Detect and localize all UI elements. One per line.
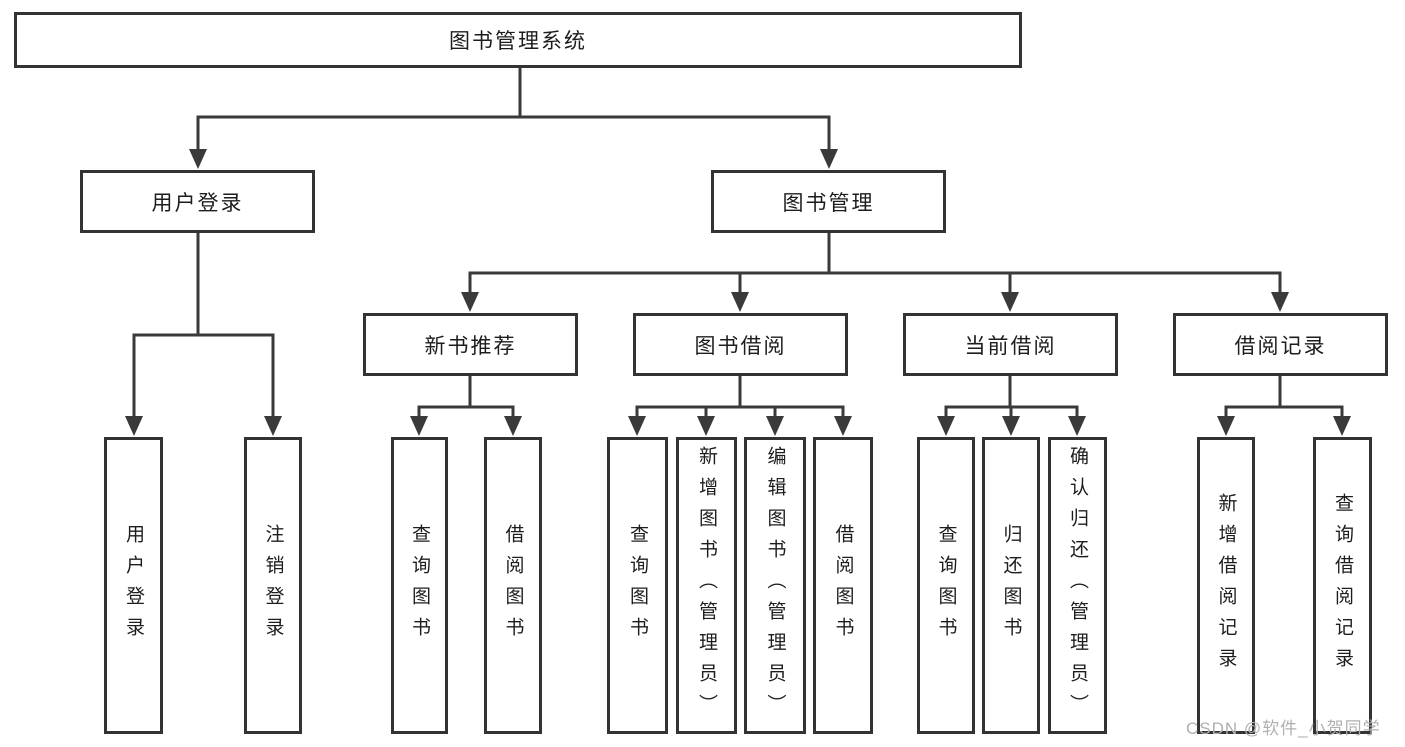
leaf-label: 借阅图书 [832,523,854,648]
leaf-query-books: 查询图书 [391,437,448,734]
leaf-edit-books-admin: 编辑图书（管理员） [744,437,806,734]
leaf-label: 查询图书 [627,523,648,648]
node-book-borrowing: 图书借阅 [633,313,848,376]
leaf-user-login: 用户登录 [104,437,163,734]
node-borrowing-records: 借阅记录 [1173,313,1388,376]
leaf-label: 编辑图书（管理员） [764,446,786,725]
leaf-query-books: 查询图书 [607,437,668,734]
csdn-watermark: CSDN @软件_小贺同学 [1186,719,1381,738]
leaf-label: 新增图书（管理员） [696,446,717,725]
node-book-management: 图书管理 [711,170,946,233]
leaf-logout: 注销登录 [244,437,302,734]
node-library-management-system: 图书管理系统 [14,12,1022,68]
node-current-borrowing: 当前借阅 [903,313,1118,376]
node-label: 图书管理 [782,191,875,215]
leaf-label: 新增借阅记录 [1215,492,1237,679]
node-label: 借阅记录 [1234,334,1327,358]
leaf-borrow-books: 借阅图书 [813,437,873,734]
node-label: 新书推荐 [424,334,517,358]
leaf-label: 借阅图书 [502,523,524,648]
node-new-book-recommend: 新书推荐 [363,313,578,376]
leaf-label: 查询图书 [409,523,430,648]
leaf-label: 注销登录 [262,523,284,648]
node-label: 用户登录 [151,191,244,215]
node-label: 图书管理系统 [449,30,587,53]
leaf-add-books-admin: 新增图书（管理员） [676,437,737,734]
leaf-add-borrow-record: 新增借阅记录 [1197,437,1255,734]
leaf-confirm-return-admin: 确认归还（管理员） [1048,437,1107,734]
leaf-return-books: 归还图书 [982,437,1040,734]
leaf-label: 归还图书 [1000,523,1022,648]
leaf-label: 用户登录 [123,523,144,648]
leaf-query-borrow-record: 查询借阅记录 [1313,437,1372,734]
leaf-label: 确认归还（管理员） [1067,446,1088,725]
node-user-login: 用户登录 [80,170,315,233]
leaf-label: 查询借阅记录 [1332,492,1353,679]
node-label: 当前借阅 [964,334,1057,358]
node-label: 图书借阅 [694,334,787,358]
leaf-borrow-books: 借阅图书 [484,437,542,734]
leaf-label: 查询图书 [935,523,957,648]
leaf-query-books: 查询图书 [917,437,975,734]
